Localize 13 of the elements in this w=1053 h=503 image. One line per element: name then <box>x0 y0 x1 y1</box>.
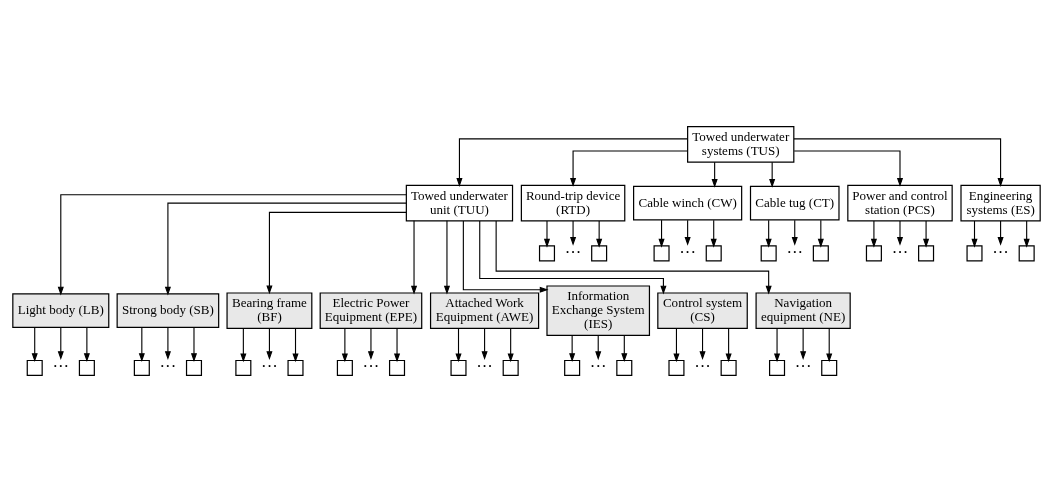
node-text: ··· <box>476 356 493 376</box>
node-text: ··· <box>159 356 177 376</box>
node-text: ··· <box>794 356 812 376</box>
node-text: ··· <box>694 356 711 376</box>
node-text: ··· <box>52 356 70 376</box>
node-text: ··· <box>786 242 804 261</box>
node-text: ··· <box>679 242 696 261</box>
node-text: ··· <box>891 242 909 261</box>
node-text: ··· <box>564 242 582 261</box>
node-text: ··· <box>589 356 607 376</box>
node-text: ··· <box>261 356 278 376</box>
node-text: ··· <box>362 356 380 376</box>
node-text: ··· <box>992 242 1009 261</box>
